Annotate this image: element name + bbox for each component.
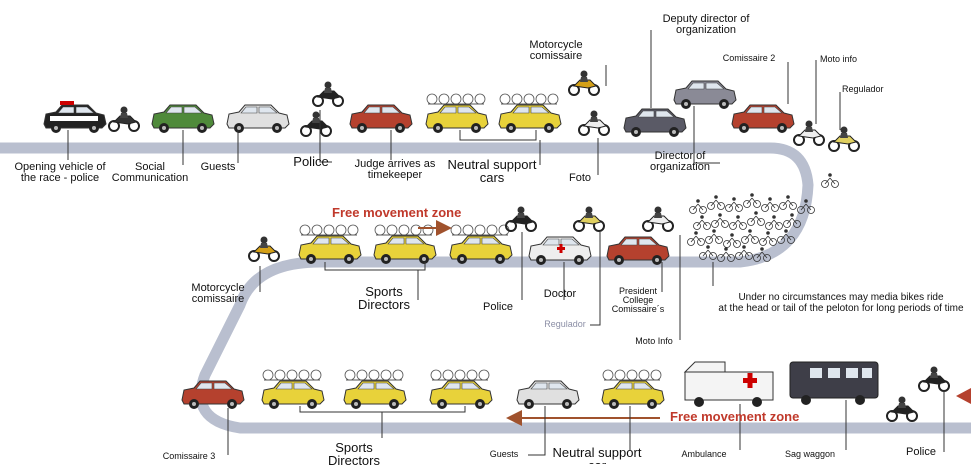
label-regulador-mid: Regulador [544, 319, 586, 329]
label-ambulance: Ambulance [681, 449, 727, 459]
motorcycle-comissaire-moto-mid [248, 235, 280, 262]
label-sag-waggon: Sag waggon [784, 449, 836, 459]
social-communication-moto [108, 105, 140, 132]
judge-car [349, 104, 413, 134]
moto-info-mid [642, 205, 674, 232]
neutral-support-car-top-1 [425, 93, 489, 134]
label-doctor: Doctor [543, 288, 577, 300]
guests-car-bottom [516, 380, 580, 410]
sports-director-car-bottom-1 [261, 369, 325, 410]
regulador-moto-mid [573, 205, 605, 232]
sports-director-car-bottom-3 [429, 369, 493, 410]
neutral-support-car-top-2 [498, 93, 562, 134]
cyclist-breakaway [821, 172, 839, 188]
label-guests-bottom: Guests [489, 449, 519, 459]
foto-moto [578, 109, 610, 136]
police-moto-top-2 [300, 110, 332, 137]
ambulance [683, 361, 774, 407]
sports-director-car-mid-2 [373, 224, 437, 265]
neutral-support-car-bottom [601, 369, 665, 410]
sports-director-car-bottom-2 [343, 369, 407, 410]
director-car [673, 80, 737, 110]
police-moto-bottom-2 [886, 395, 918, 422]
regulador-moto-top [828, 125, 860, 152]
police-moto-bottom-1 [918, 365, 950, 392]
label-comissaire-2: Comissaire 2 [722, 53, 776, 63]
label-moto-info-top: Moto info [820, 54, 858, 64]
label-regulador-top: Regulador [842, 84, 884, 94]
label-police-mid: Police [483, 301, 513, 313]
police-moto-mid [505, 205, 537, 232]
motorcycle-comissaire-moto-top [568, 69, 600, 96]
direction-marker-red [956, 388, 971, 404]
guests-car-top [226, 104, 290, 134]
sports-director-car-mid-1 [298, 224, 362, 265]
comissaire-2-car [731, 104, 795, 134]
label-comissaire-3: Comissaire 3 [162, 451, 216, 461]
deputy-director-car [623, 108, 687, 138]
moto-info-top [793, 119, 825, 146]
doctor-car [528, 236, 592, 266]
leader-lines [67, 30, 945, 456]
label-foto: Foto [568, 172, 591, 184]
free-zone-label-middle: Free movement zone [332, 205, 462, 220]
sports-director-car-mid-3 [449, 224, 513, 265]
label-police-bottom: Police [906, 446, 936, 458]
free-zone-label-bottom: Free movement zone [670, 409, 800, 424]
opening-police-car [43, 101, 107, 134]
label-guests-top: Guests [200, 161, 236, 173]
police-moto-top-1 [312, 80, 344, 107]
comissaire-3-car [181, 380, 245, 410]
label-police-top: Police [293, 154, 329, 169]
peloton-note: Under no circumstances may media bikes r… [718, 292, 964, 314]
label-moto-info-mid: Moto Info [635, 336, 673, 346]
peloton [687, 192, 815, 262]
social-communication-car [151, 104, 215, 134]
sag-waggon [789, 361, 879, 405]
